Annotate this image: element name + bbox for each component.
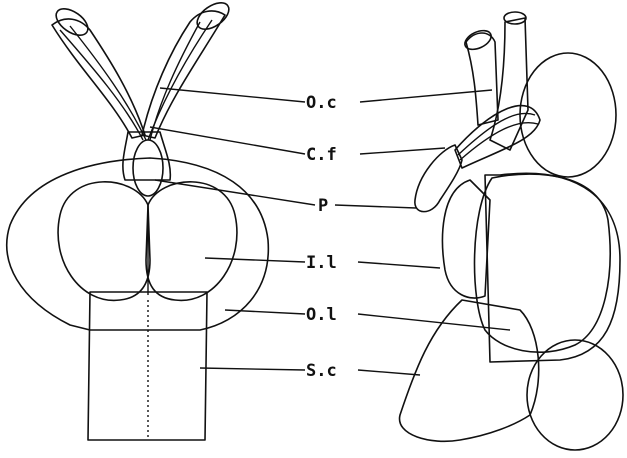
dorsal-pituitary xyxy=(133,140,163,196)
dorsal-optic-lobes xyxy=(7,158,269,330)
label-p: P xyxy=(318,196,328,216)
lateral-view xyxy=(400,12,623,450)
dorsal-inferior-lobe-left xyxy=(58,182,150,301)
leader-lines xyxy=(150,88,510,375)
label-il: I.l xyxy=(306,253,337,273)
dorsal-optic-tract-right xyxy=(142,11,225,138)
label-cf: C.f xyxy=(306,145,337,165)
lateral-main-body xyxy=(475,174,611,352)
dorsal-inferior-lobe-right xyxy=(146,182,237,301)
lateral-pituitary xyxy=(415,145,462,212)
labels: O.c C.f P I.l O.l S.c xyxy=(306,93,337,381)
label-sc: S.c xyxy=(306,361,337,381)
label-oc: O.c xyxy=(306,93,337,113)
lateral-optic-lobe xyxy=(485,173,620,362)
label-ol: O.l xyxy=(306,305,337,325)
lateral-optic-tract xyxy=(490,18,528,150)
dorsal-view xyxy=(7,0,269,440)
